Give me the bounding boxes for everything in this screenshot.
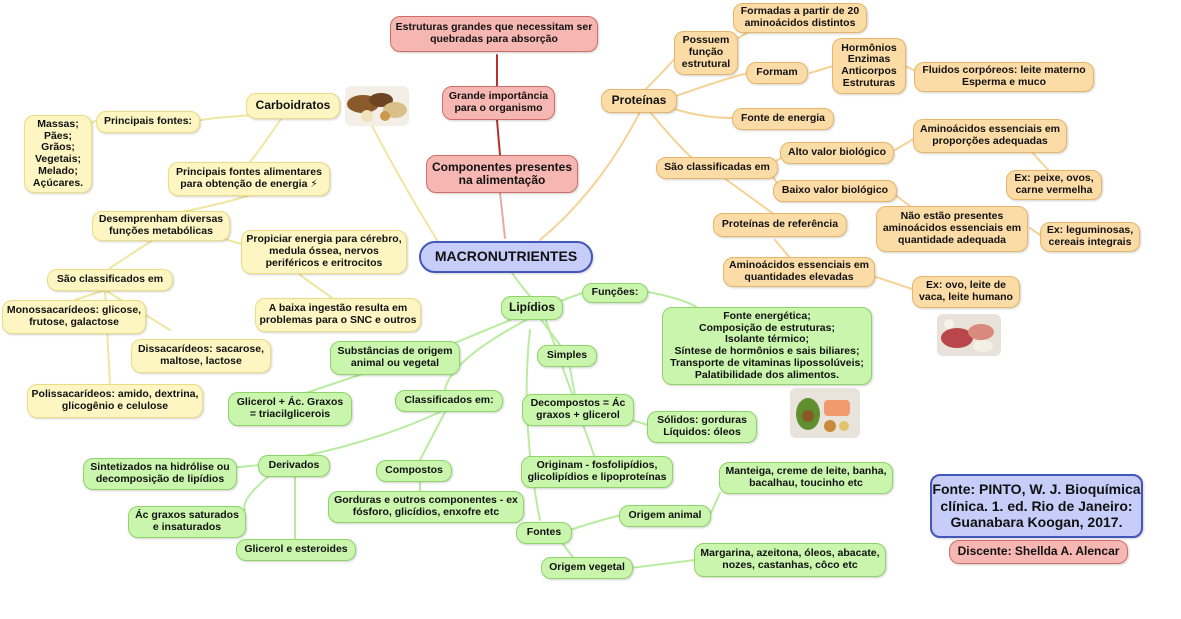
fontes-alimentares-node[interactable]: Principais fontes alimentares para obten… (168, 162, 330, 196)
proteinas-referencia-node[interactable]: Proteínas de referência (713, 213, 847, 237)
lipidios-node[interactable]: Lipídios (501, 296, 563, 320)
alto-valor-node[interactable]: Alto valor biológico (780, 142, 894, 164)
compostos-node[interactable]: Compostos (376, 460, 452, 482)
principais-fontes-node[interactable]: Principais fontes: (96, 111, 200, 133)
componentes-node[interactable]: Componentes presentes na alimentação (426, 155, 578, 193)
polissacarideos-node[interactable]: Polissacarídeos: amido, dextrina, glicog… (27, 384, 203, 418)
ac-graxos-node[interactable]: Ác graxos saturados e insaturados (128, 506, 246, 538)
funcoes-node[interactable]: Funções: (582, 283, 648, 303)
decompostos-node[interactable]: Decompostos = Ác graxos + glicerol (522, 394, 634, 426)
estruturas-node[interactable]: Estruturas grandes que necessitam ser qu… (390, 16, 598, 52)
center-topic[interactable]: MACRONUTRIENTES (419, 241, 593, 273)
aminoacidos-adequadas-node[interactable]: Aminoácidos essenciais em proporções ade… (913, 119, 1067, 153)
solidos-liquidos-node[interactable]: Sólidos: gorduras Líquidos: óleos (647, 411, 757, 443)
fonte-referencia-box: Fonte: PINTO, W. J. Bioquímica clínica. … (930, 474, 1143, 538)
protein-food-image (937, 314, 1001, 356)
proteinas-node[interactable]: Proteínas (601, 89, 677, 113)
monossacarideos-node[interactable]: Monossacarídeos: glicose, frutose, galac… (2, 300, 146, 334)
glicerol-graxos-node[interactable]: Glicerol + Ác. Graxos = triacilglicerois (228, 392, 352, 426)
aminoacidos-elevadas-node[interactable]: Aminoácidos essenciais em quantidades el… (723, 257, 875, 287)
formam-node[interactable]: Formam (746, 62, 808, 84)
carb-classificados-node[interactable]: São classificados em (47, 269, 173, 291)
simples-node[interactable]: Simples (537, 345, 597, 367)
origem-animal-node[interactable]: Origem animal (619, 505, 711, 527)
baixa-ingestao-node[interactable]: A baixa ingestão resulta em problemas pa… (255, 298, 421, 332)
nao-presentes-node[interactable]: Não estão presentes aminoácidos essencia… (876, 206, 1028, 252)
discente-box: Discente: Shellda A. Alencar (949, 540, 1128, 564)
ex-peixe-node[interactable]: Ex: peixe, ovos, carne vermelha (1006, 170, 1102, 200)
dissacarideos-node[interactable]: Dissacarídeos: sacarose, maltose, lactos… (131, 339, 271, 373)
fontes-lista-node[interactable]: Massas; Pães; Grãos; Vegetais; Melado; A… (24, 115, 92, 193)
fluidos-node[interactable]: Fluidos corpóreos: leite materno Esperma… (914, 62, 1094, 92)
funcoes-metabolicas-node[interactable]: Desemprenham diversas funções metabólica… (92, 211, 230, 241)
originam-node[interactable]: Originam - fosfolipídios, glicolipídios … (521, 456, 673, 488)
origem-vegetal-node[interactable]: Origem vegetal (541, 557, 633, 579)
carboidratos-node[interactable]: Carboidratos (246, 93, 340, 119)
manteiga-node[interactable]: Manteiga, creme de leite, banha, bacalha… (719, 462, 893, 494)
grains-food-image (345, 86, 409, 126)
importancia-node[interactable]: Grande importância para o organismo (442, 86, 555, 120)
funcoes-lista-node[interactable]: Fonte energética; Composição de estrutur… (662, 307, 872, 385)
lip-classificados-node[interactable]: Classificados em: (395, 390, 503, 412)
margarina-node[interactable]: Margarina, azeitona, óleos, abacate, noz… (694, 543, 886, 577)
glicerol-esteroides-node[interactable]: Glicerol e esteroides (236, 539, 356, 561)
prot-classificadas-node[interactable]: São classificadas em (656, 157, 778, 179)
baixo-valor-node[interactable]: Baixo valor biológico (773, 180, 897, 202)
substancias-origem-node[interactable]: Substâncias de origem animal ou vegetal (330, 341, 460, 375)
hormonios-node[interactable]: Hormônios Enzimas Anticorpos Estruturas (832, 38, 906, 94)
lipid-food-image (790, 388, 860, 438)
sintetizados-node[interactable]: Sintetizados na hidrólise ou decomposiçã… (83, 458, 237, 490)
fonte-energia-node[interactable]: Fonte de energia (732, 108, 834, 130)
funcao-estrutural-node[interactable]: Possuem função estrutural (674, 31, 738, 75)
derivados-node[interactable]: Derivados (258, 455, 330, 477)
ex-ovo-node[interactable]: Ex: ovo, leite de vaca, leite humano (912, 276, 1020, 308)
fontes-node[interactable]: Fontes (516, 522, 572, 544)
gorduras-node[interactable]: Gorduras e outros componentes - ex fósfo… (328, 491, 524, 523)
ex-leguminosas-node[interactable]: Ex: leguminosas, cereais integrais (1040, 222, 1140, 252)
aminoacidos-distintos-node[interactable]: Formadas a partir de 20 aminoácidos dist… (733, 3, 867, 33)
energia-cerebro-node[interactable]: Propiciar energia para cérebro, medula ó… (241, 230, 407, 274)
